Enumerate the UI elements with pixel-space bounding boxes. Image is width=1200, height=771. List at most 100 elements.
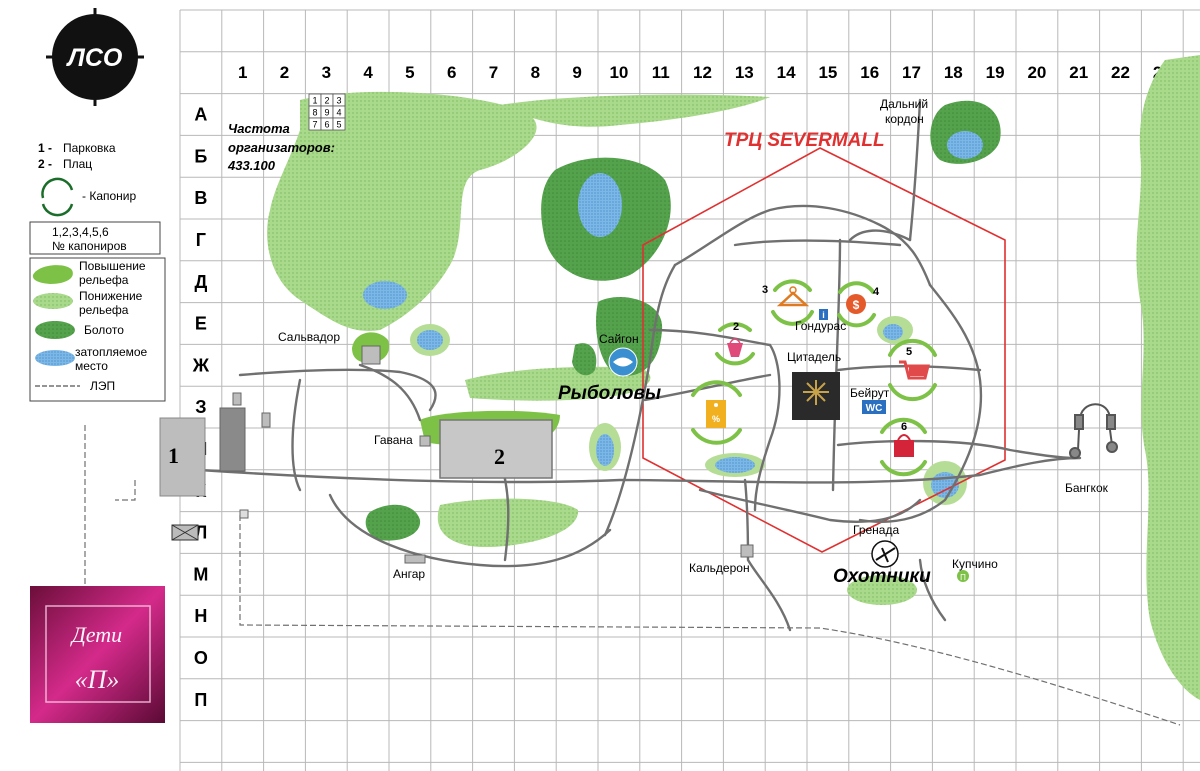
grid-column-label: 21 — [1069, 63, 1088, 82]
label-caldera: Кальдерон — [689, 561, 750, 575]
svg-text:i: i — [822, 310, 825, 320]
grid-row-label: Е — [195, 314, 207, 334]
grid-column-label: 1 — [238, 63, 247, 82]
badge-line-2: «П» — [75, 665, 120, 694]
svg-text:%: % — [712, 414, 720, 424]
legend-relief-up-2: рельефа — [79, 273, 129, 287]
lowland-area-nw — [267, 91, 537, 331]
label-fishers: Рыболовы — [558, 383, 661, 404]
legend-parking-num: 1 - — [38, 141, 52, 155]
caponier-3 — [771, 279, 814, 326]
label-saigon: Сайгон — [599, 332, 639, 346]
keypad-digit: 9 — [324, 108, 329, 118]
plac-building — [439, 419, 553, 479]
keypad-digit: 6 — [324, 120, 329, 130]
fish-icon — [608, 347, 638, 377]
flood-spot-6-water — [715, 457, 755, 473]
keypad-digit: 5 — [336, 120, 341, 130]
grid-column-label: 22 — [1111, 63, 1130, 82]
marker-plac: 2 — [494, 444, 505, 469]
flood-spot-7-water — [883, 324, 903, 340]
poi-icons: $ i % П — [608, 286, 1118, 582]
havana-building — [419, 435, 431, 447]
radio-tower-icon — [1069, 403, 1118, 459]
grid-column-label: 18 — [944, 63, 963, 82]
label-havana: Гавана — [374, 433, 413, 447]
info-icon: i — [819, 309, 828, 320]
caponier-trade — [691, 380, 742, 445]
grid-row-label: М — [193, 564, 208, 584]
grid-row-label: Г — [196, 230, 206, 250]
terrain-layer — [267, 55, 1200, 700]
wc-badge: WC — [862, 400, 886, 414]
grid-column-label: 13 — [735, 63, 754, 82]
grid-column-label: 14 — [777, 63, 796, 82]
caponier-num-3: 3 — [762, 284, 768, 296]
label-citadel: Цитадель — [787, 350, 841, 364]
grid-column-label: 11 — [652, 63, 670, 82]
parking-building — [159, 417, 206, 497]
salvador-building — [361, 345, 381, 365]
legend-caponier-nums-box — [29, 221, 161, 255]
grid-column-label: 4 — [363, 63, 373, 82]
legend-flood-1: затопляемое — [75, 345, 148, 359]
label-grenada: Гренада — [853, 523, 899, 537]
logo-text: ЛСО — [66, 44, 123, 72]
label-honduras: Гондурас — [795, 319, 846, 333]
grid-column-label: 10 — [609, 63, 628, 82]
grid-row-label: Ж — [192, 355, 210, 375]
label-bangkok: Бангкок — [1065, 481, 1109, 495]
legend-plac-num: 2 - — [38, 157, 52, 171]
frequency-line-2: организаторов: — [228, 140, 335, 155]
kids-badge: Дети «П» — [30, 586, 165, 723]
lowland-area-center — [465, 366, 651, 401]
grid-row-label: А — [194, 105, 207, 125]
small-shed — [239, 509, 249, 519]
parking-shed — [219, 407, 246, 472]
keypad-digit: 4 — [336, 108, 341, 118]
grid-column-label: 16 — [860, 63, 879, 82]
keypad-digit: 2 — [324, 96, 329, 106]
label-far-cordon-1: Дальний — [880, 97, 928, 111]
marker-parking: 1 — [168, 443, 179, 468]
grid-row-label: О — [194, 648, 208, 668]
lowland-hunters — [847, 575, 917, 605]
grid-column-label: 19 — [986, 63, 1005, 82]
caponiers — [691, 279, 937, 477]
legend-relief-down-swatch — [33, 293, 73, 309]
svg-text:П: П — [960, 573, 966, 582]
caponier-6 — [880, 417, 927, 477]
angar-building — [404, 554, 426, 564]
legend-relief-up-swatch — [32, 265, 73, 284]
roads-layer — [198, 98, 1082, 632]
caponier-4 — [837, 281, 876, 328]
label-beirut: Бейрут — [850, 386, 890, 400]
hunter-icon — [871, 540, 899, 568]
swamp-west — [572, 343, 597, 376]
wc-label: WC — [866, 403, 883, 414]
legend-caponier-nums-2: № капониров — [52, 239, 127, 253]
flood-spot-2-water — [417, 330, 443, 350]
grid-column-label: 9 — [572, 63, 581, 82]
caponier-2 — [715, 322, 755, 366]
organizer-frequency: Частота организаторов: 433.100 — [227, 121, 335, 173]
keypad-digit: 1 — [312, 96, 317, 106]
legend-flood-2: место — [75, 359, 108, 373]
grid-column-label: 3 — [322, 63, 331, 82]
flood-spot-4-water — [596, 434, 614, 466]
keypad-digit: 3 — [336, 96, 341, 106]
grid-row-label: З — [195, 397, 206, 417]
grid-row-label: Б — [194, 146, 207, 166]
flood-spot-1 — [363, 281, 407, 309]
cart-icon — [899, 360, 930, 380]
frequency-line-3: 433.100 — [227, 158, 276, 173]
grid-column-label: 6 — [447, 63, 456, 82]
checkpoint-icon — [171, 524, 199, 541]
caponier-num-5: 5 — [906, 346, 912, 358]
mall-zone-hexagon — [642, 147, 1006, 553]
legend-caponier: - Капонир — [82, 189, 136, 203]
lowland-area-east — [1136, 55, 1200, 700]
discount-tag-icon: % — [706, 400, 726, 428]
lowland-area-north — [500, 94, 770, 127]
